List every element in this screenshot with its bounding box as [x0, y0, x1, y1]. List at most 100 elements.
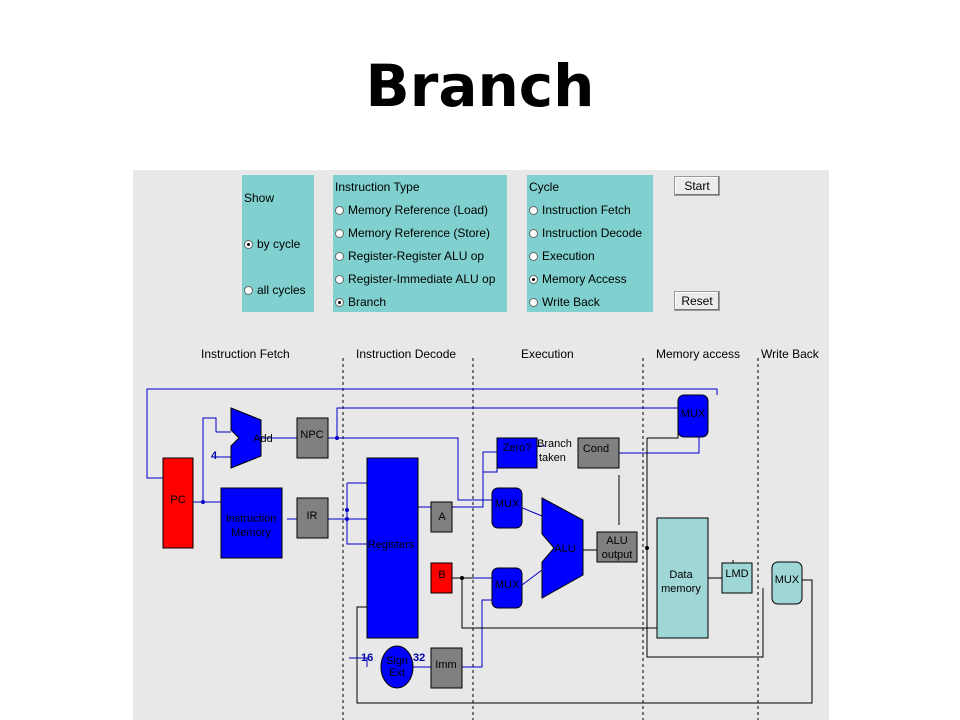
radio-indicator [529, 228, 538, 238]
alu-output-register [596, 531, 638, 563]
simulator-panel: Show by cycle all cycles Instruction Typ… [133, 170, 829, 720]
adder [230, 407, 262, 469]
bits-16-label: 16 [361, 652, 373, 664]
radio-indicator [335, 251, 344, 261]
pc-register [162, 457, 194, 549]
dmem-line1: Data [669, 569, 693, 581]
radio-reg-reg[interactable]: Register-Register ALU op [335, 249, 484, 263]
imem-line2: Memory [231, 527, 271, 539]
cond-register [577, 437, 620, 469]
radio-instruction-fetch[interactable]: Instruction Fetch [529, 203, 631, 217]
alu-output-line2: output [602, 549, 633, 561]
radio-indicator [335, 205, 344, 215]
constant-four: 4 [211, 450, 218, 462]
stage-memory-label: Memory access [656, 347, 741, 361]
alu [541, 497, 584, 599]
cycle-group: Cycle Instruction Fetch Instruction Deco… [527, 175, 653, 312]
a-register [430, 501, 453, 533]
npc-label: NPC [300, 429, 323, 441]
branch-taken-line2: taken [539, 452, 566, 464]
data-memory [656, 517, 709, 639]
lmd-label: LMD [725, 568, 748, 580]
radio-load[interactable]: Memory Reference (Load) [335, 203, 488, 217]
stage-decode-label: Instruction Decode [356, 347, 457, 361]
sign-line1: Sign [386, 655, 408, 667]
alu-label: ALU [554, 543, 575, 555]
stage-writeback-label: Write Back [761, 347, 819, 361]
mux-writeback-label: MUX [775, 574, 800, 586]
radio-label: all cycles [257, 283, 306, 297]
radio-indicator [529, 251, 538, 261]
wire-junctions [201, 436, 349, 521]
radio-label: by cycle [257, 237, 301, 251]
ir-label: IR [307, 510, 318, 522]
sign-extend [380, 645, 414, 689]
pc-label: PC [170, 494, 185, 506]
imem-line1: Instruction [226, 513, 277, 525]
radio-indicator [335, 228, 344, 238]
radio-label: Branch [348, 295, 387, 309]
active-wires [146, 388, 718, 668]
adder-label: Add [253, 433, 273, 445]
radio-store[interactable]: Memory Reference (Store) [335, 226, 490, 240]
radio-label: Execution [542, 249, 595, 263]
register-file [366, 457, 419, 639]
instruction-memory [220, 487, 283, 559]
cycle-heading: Cycle [529, 180, 560, 194]
cond-label: Cond [583, 443, 609, 455]
radio-label: Memory Reference (Load) [348, 203, 489, 217]
sign-line2: Ext [389, 667, 405, 679]
instruction-type-heading: Instruction Type [335, 180, 420, 194]
mux-a-label: MUX [495, 498, 520, 510]
show-heading: Show [244, 191, 275, 205]
radio-indicator [529, 274, 538, 284]
ir-register [296, 497, 329, 539]
mux-writeback [771, 561, 803, 605]
radio-by-cycle[interactable]: by cycle [244, 237, 300, 251]
radio-indicator [529, 205, 538, 215]
registers-label: Registers [368, 539, 415, 551]
radio-indicator [529, 297, 538, 307]
radio-indicator [244, 285, 253, 295]
radio-label: Register-Immediate ALU op [348, 272, 496, 286]
radio-instruction-decode[interactable]: Instruction Decode [529, 226, 642, 240]
stage-execution-label: Execution [521, 347, 574, 361]
npc-register [296, 417, 329, 459]
dmem-line2: memory [661, 583, 701, 595]
stage-dividers [342, 358, 759, 720]
b-register [430, 562, 453, 594]
instruction-type-group: Instruction Type Memory Reference (Load)… [333, 175, 507, 312]
zero-label: Zero? [503, 442, 532, 454]
mux-a [491, 487, 523, 529]
datapath-diagram: PC Add 4 NPC Instruction Memory IR Regis… [146, 358, 813, 720]
reset-button[interactable]: Reset [674, 291, 720, 311]
radio-label: Register-Register ALU op [348, 249, 485, 263]
radio-indicator [335, 274, 344, 284]
branch-taken-line1: Branch [537, 438, 572, 450]
radio-execution[interactable]: Execution [529, 249, 595, 263]
radio-reg-imm[interactable]: Register-Immediate ALU op [335, 272, 495, 286]
a-label: A [438, 511, 446, 523]
wire-junctions-inactive [460, 546, 649, 580]
mux-pc-label: MUX [681, 408, 706, 420]
radio-branch[interactable]: Branch [335, 295, 386, 309]
bits-32-label: 32 [413, 652, 425, 664]
radio-label: Memory Reference (Store) [348, 226, 491, 240]
stage-fetch-label: Instruction Fetch [201, 347, 290, 361]
radio-all-cycles[interactable]: all cycles [244, 283, 306, 297]
mux-b [491, 567, 523, 609]
alu-output-line1: ALU [606, 535, 627, 547]
zero-test [496, 437, 538, 469]
radio-label: Write Back [542, 295, 600, 309]
imm-label: Imm [435, 659, 456, 671]
start-button[interactable]: Start [674, 176, 720, 196]
mux-pc-select [677, 394, 709, 438]
radio-indicator [335, 297, 344, 307]
page-title: Branch [365, 52, 595, 120]
radio-write-back[interactable]: Write Back [529, 295, 600, 309]
b-label: B [438, 569, 445, 581]
radio-indicator [244, 239, 253, 249]
radio-label: Instruction Fetch [542, 203, 631, 217]
radio-label: Memory Access [542, 272, 627, 286]
radio-memory-access[interactable]: Memory Access [529, 272, 627, 286]
